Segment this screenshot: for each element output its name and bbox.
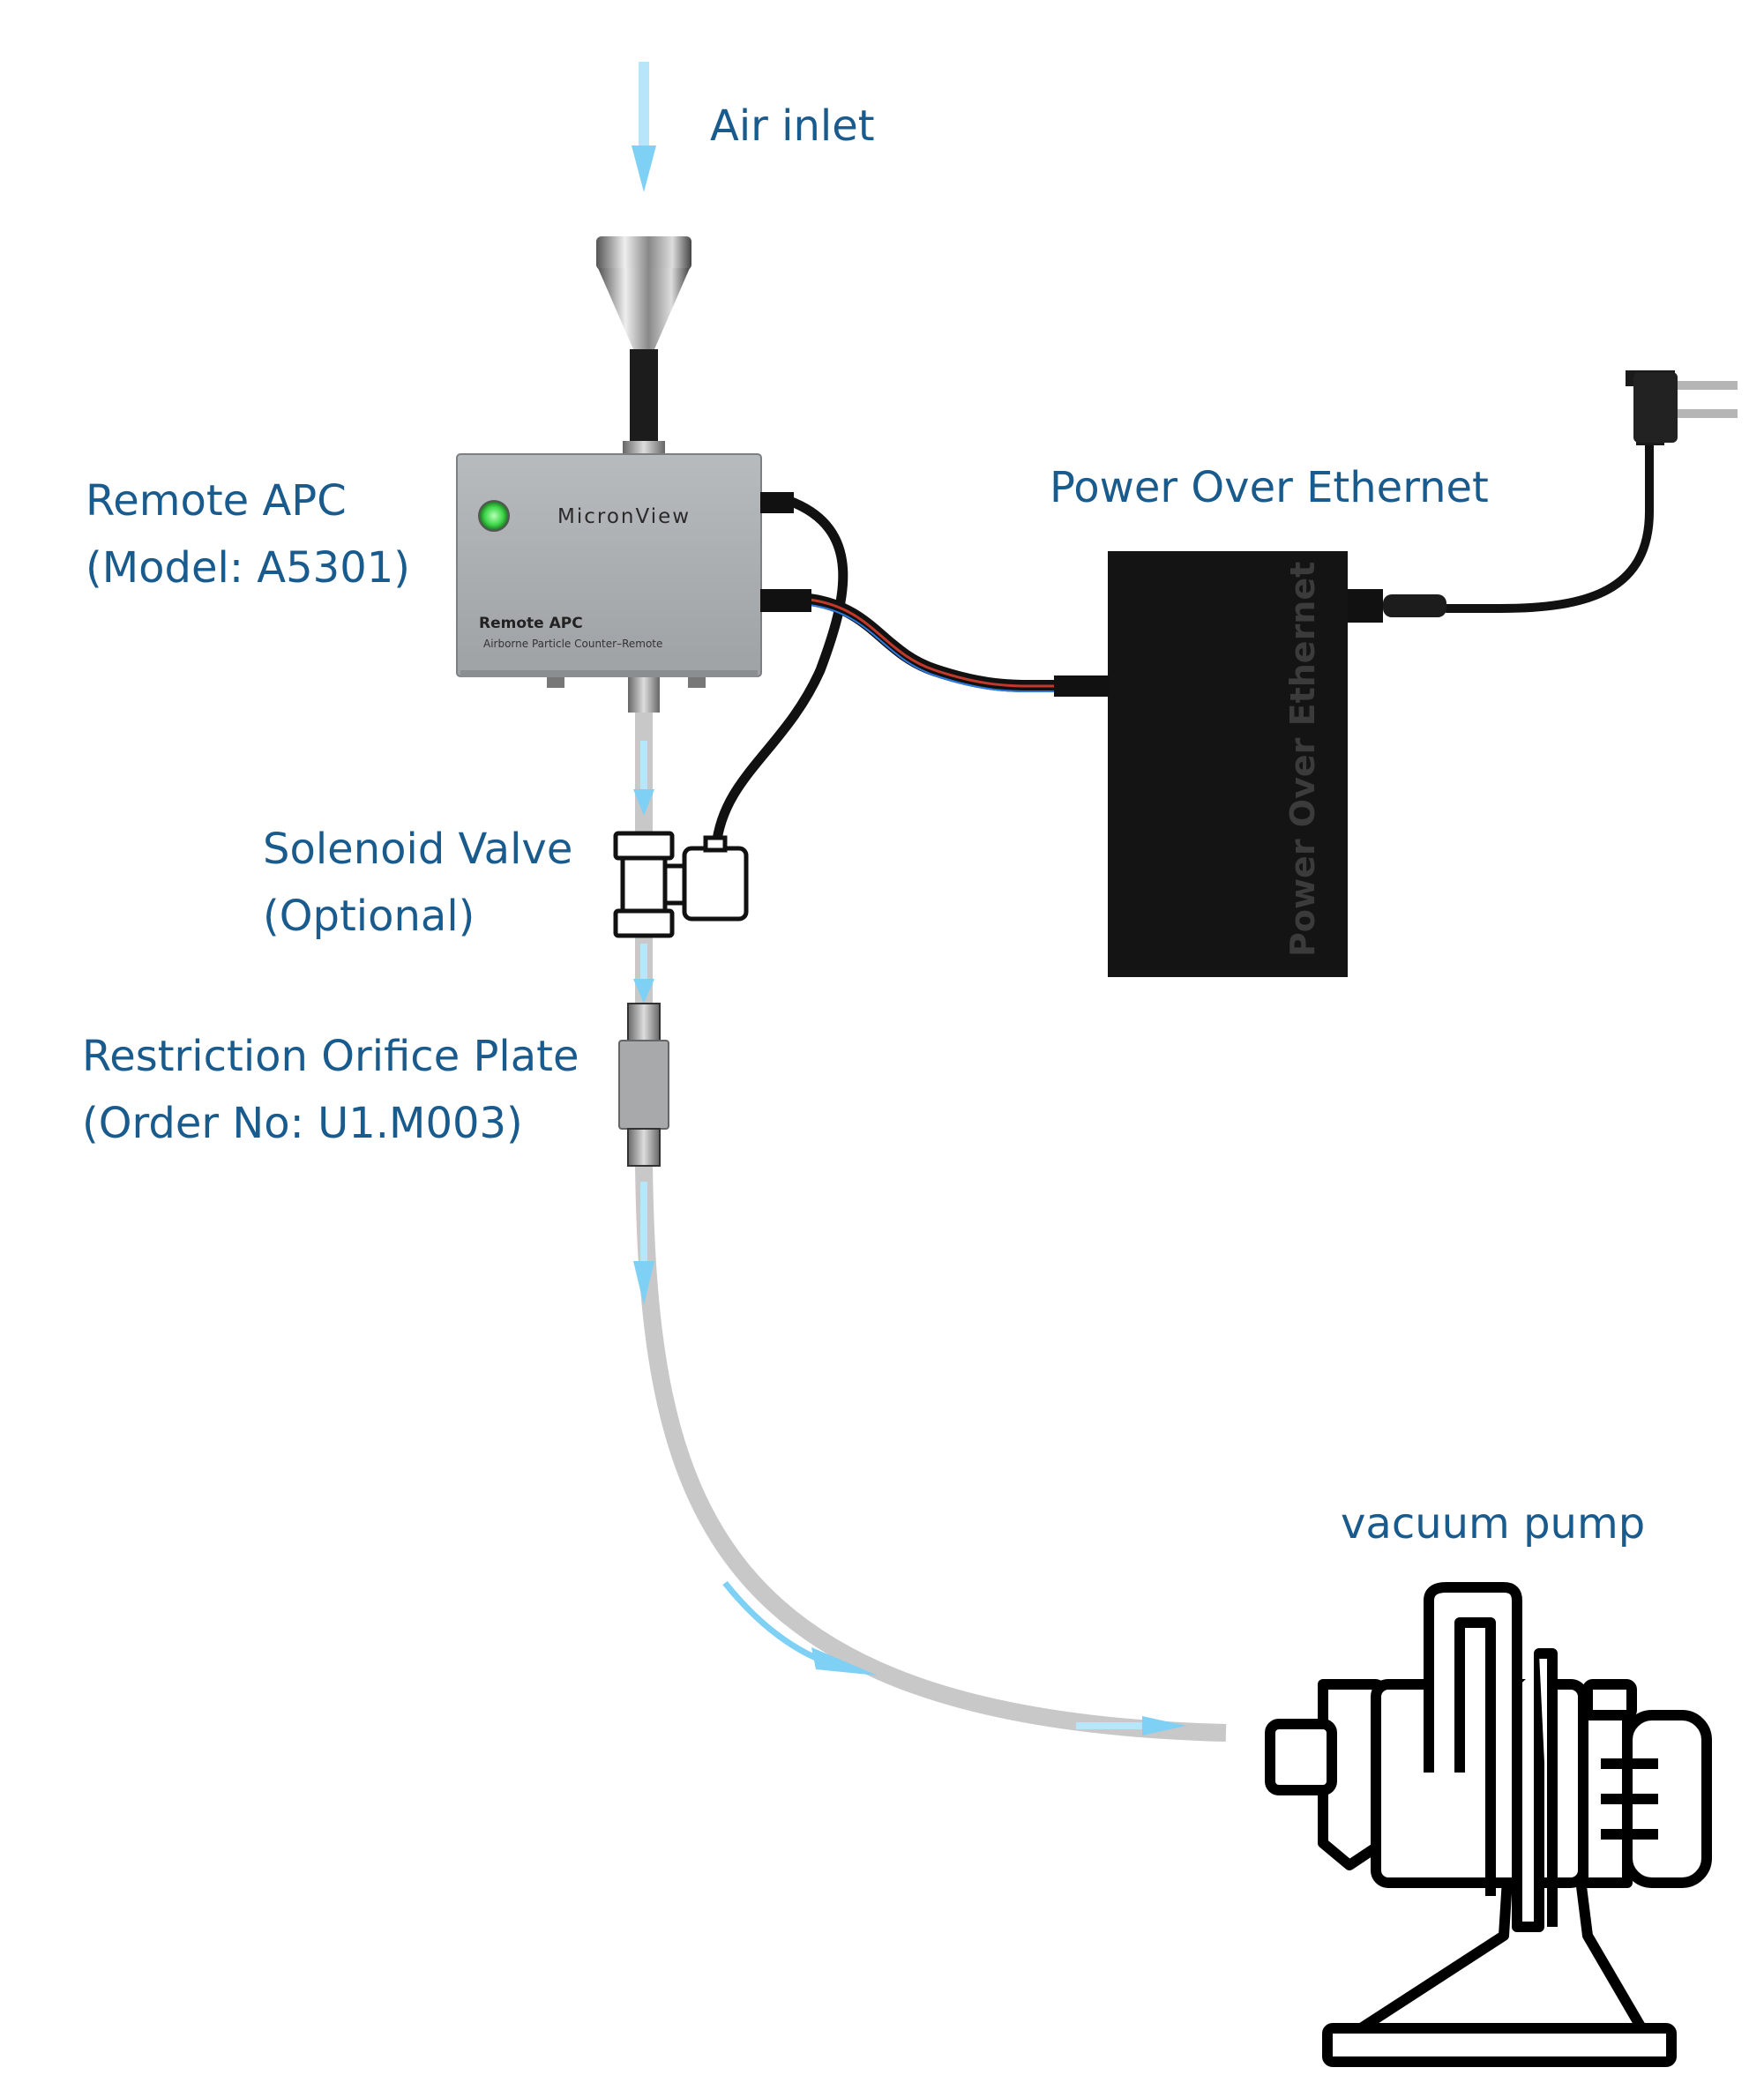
vacuum-pump-icon — [1265, 1582, 1712, 2067]
air-inlet-arrow — [632, 62, 656, 192]
device-description: Airborne Particle Counter–Remote — [483, 638, 662, 650]
air-inlet-text: Air inlet — [710, 101, 875, 151]
air-inlet-label: Air inlet — [710, 93, 875, 160]
vacuum-pump-title: vacuum pump — [1341, 1499, 1646, 1549]
remote-apc-title: Remote APC — [86, 476, 347, 526]
orifice-plate-icon — [618, 1003, 669, 1167]
poe-box-text: Power Over Ethernet — [1283, 562, 1322, 957]
solenoid-valve-title: Solenoid Valve — [263, 825, 573, 874]
remote-apc-device: MicronView Remote APC Airborne Particle … — [456, 453, 811, 713]
vacuum-pump-label: vacuum pump — [1341, 1490, 1645, 1557]
orifice-plate-label: Restriction Orifice Plate (Order No: U1.… — [82, 1023, 579, 1157]
device-model-name: Remote APC — [479, 615, 583, 632]
poe-injector: Power Over Ethernet — [1054, 551, 1446, 977]
power-plug-icon — [1626, 370, 1738, 445]
solenoid-valve-optional: (Optional) — [263, 892, 475, 941]
poe-title: Power Over Ethernet — [1050, 463, 1489, 512]
orifice-plate-title: Restriction Orifice Plate — [82, 1032, 579, 1081]
orifice-plate-order: (Order No: U1.M003) — [82, 1099, 523, 1148]
remote-apc-model: (Model: A5301) — [86, 543, 410, 593]
status-led-icon — [478, 500, 510, 532]
flow-arrows — [633, 741, 1186, 1735]
remote-apc-label: Remote APC (Model: A5301) — [86, 467, 410, 601]
power-cables — [711, 437, 1654, 852]
solenoid-valve-icon — [613, 831, 749, 938]
device-brand: MicronView — [557, 505, 691, 528]
inlet-funnel-icon — [596, 236, 691, 455]
solenoid-valve-label: Solenoid Valve (Optional) — [263, 816, 572, 950]
poe-label: Power Over Ethernet — [1050, 454, 1489, 521]
